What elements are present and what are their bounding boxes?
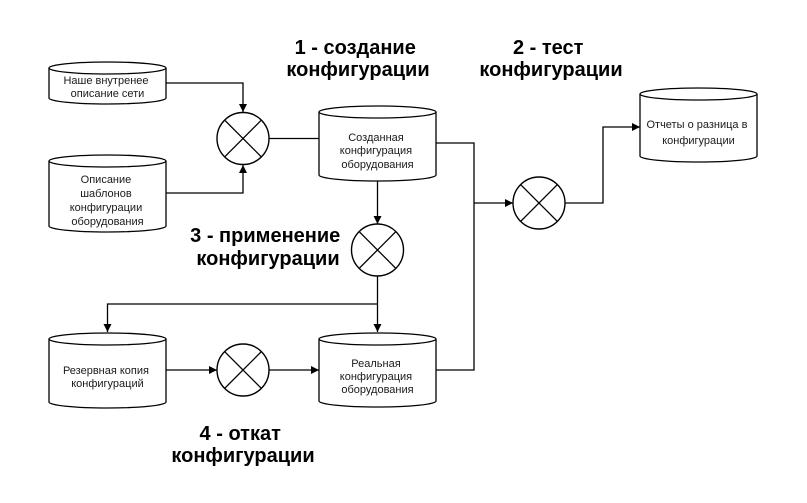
store-label: Отчеты о разница в конфигурации — [646, 119, 750, 147]
stage-heading-line: 4 - откат — [200, 423, 282, 445]
stage-heading-create: 1 - создание конфигурации — [286, 37, 429, 81]
store-internal-network: Наше внутренее описание сети — [48, 61, 167, 105]
cylinder-rim — [48, 67, 167, 75]
cylinder-shape — [318, 332, 437, 408]
store-label-line: Наше внутренее — [63, 75, 148, 87]
cylinder-rim — [48, 160, 167, 168]
store-label-line: Описание — [81, 174, 132, 186]
stage-heading-line: конфигурации — [479, 59, 622, 81]
store-label-line: конфигурации — [662, 135, 735, 147]
store-label: Наше внутренее описание сети — [63, 75, 151, 100]
edge-internal-network-to-create-op — [166, 82, 247, 112]
store-label: Реальная конфигурация оборудования — [340, 358, 415, 396]
stage-heading-line: 3 - применение — [190, 225, 340, 247]
cylinder-shape — [48, 332, 167, 409]
store-reports: Отчеты о разница в конфигурации — [639, 87, 758, 163]
store-templates: Описание шаблонов конфигурации оборудова… — [48, 154, 167, 233]
store-label-line: конфигурация — [340, 145, 412, 157]
store-label-line: оборудования — [341, 159, 413, 171]
store-label-line: конфигураций — [71, 378, 144, 390]
store-created-config: Созданная конфигурация оборудования — [318, 105, 437, 182]
edge-apply-op-to-backup — [103, 303, 378, 332]
cylinder-rim — [48, 338, 167, 346]
edge-bus-created-and-real-config — [436, 142, 475, 371]
stage-heading-rollback: 4 - откат конфигурации — [171, 423, 314, 467]
store-label-line: конфигурация — [340, 371, 412, 383]
store-label-line: шаблонов — [80, 188, 132, 200]
stage-heading-line: конфигурации — [286, 59, 429, 81]
store-label-line: Реальная — [351, 358, 400, 370]
store-label-line: Резервная копия — [63, 365, 149, 377]
store-label-line: Отчеты о разница в — [646, 119, 747, 131]
store-label-line: описание сети — [71, 88, 145, 100]
store-label-line: оборудования — [341, 384, 413, 396]
operator-rollback-crossed-circle-icon — [216, 343, 270, 397]
store-label-line: оборудования — [71, 216, 143, 228]
cylinder-rim — [639, 93, 758, 101]
store-label: Созданная конфигурация оборудования — [340, 132, 415, 171]
operator-test-crossed-circle-icon — [512, 176, 566, 230]
edge-test-op-to-reports — [565, 123, 640, 204]
cylinder-shape — [639, 87, 758, 163]
stage-heading-test: 2 - тест конфигурации — [479, 37, 622, 81]
cylinder-shape — [48, 61, 167, 105]
stage-heading-line: конфигурации — [196, 248, 339, 270]
cylinder-rim — [318, 338, 437, 346]
store-label: Резервная копия конфигураций — [63, 365, 152, 390]
stage-heading-line: 2 - тест — [513, 37, 584, 59]
cylinder-shape — [318, 105, 437, 182]
store-backup: Резервная копия конфигураций — [48, 332, 167, 409]
store-label-line: Созданная — [348, 132, 404, 144]
edge-templates-to-create-op — [166, 165, 247, 194]
cylinder-shape — [48, 154, 167, 233]
operator-apply-crossed-circle-icon — [350, 223, 405, 277]
stage-heading-line: 1 - создание — [295, 37, 416, 59]
stage-heading-apply: 3 - применение конфигурации — [190, 225, 346, 270]
cylinder-rim — [318, 111, 437, 119]
store-label-line: конфигурации — [70, 202, 143, 214]
store-real-config: Реальная конфигурация оборудования — [318, 332, 437, 408]
stage-heading-line: конфигурации — [171, 445, 314, 467]
store-label: Описание шаблонов конфигурации оборудова… — [70, 174, 146, 228]
operator-create-crossed-circle-icon — [216, 111, 270, 166]
